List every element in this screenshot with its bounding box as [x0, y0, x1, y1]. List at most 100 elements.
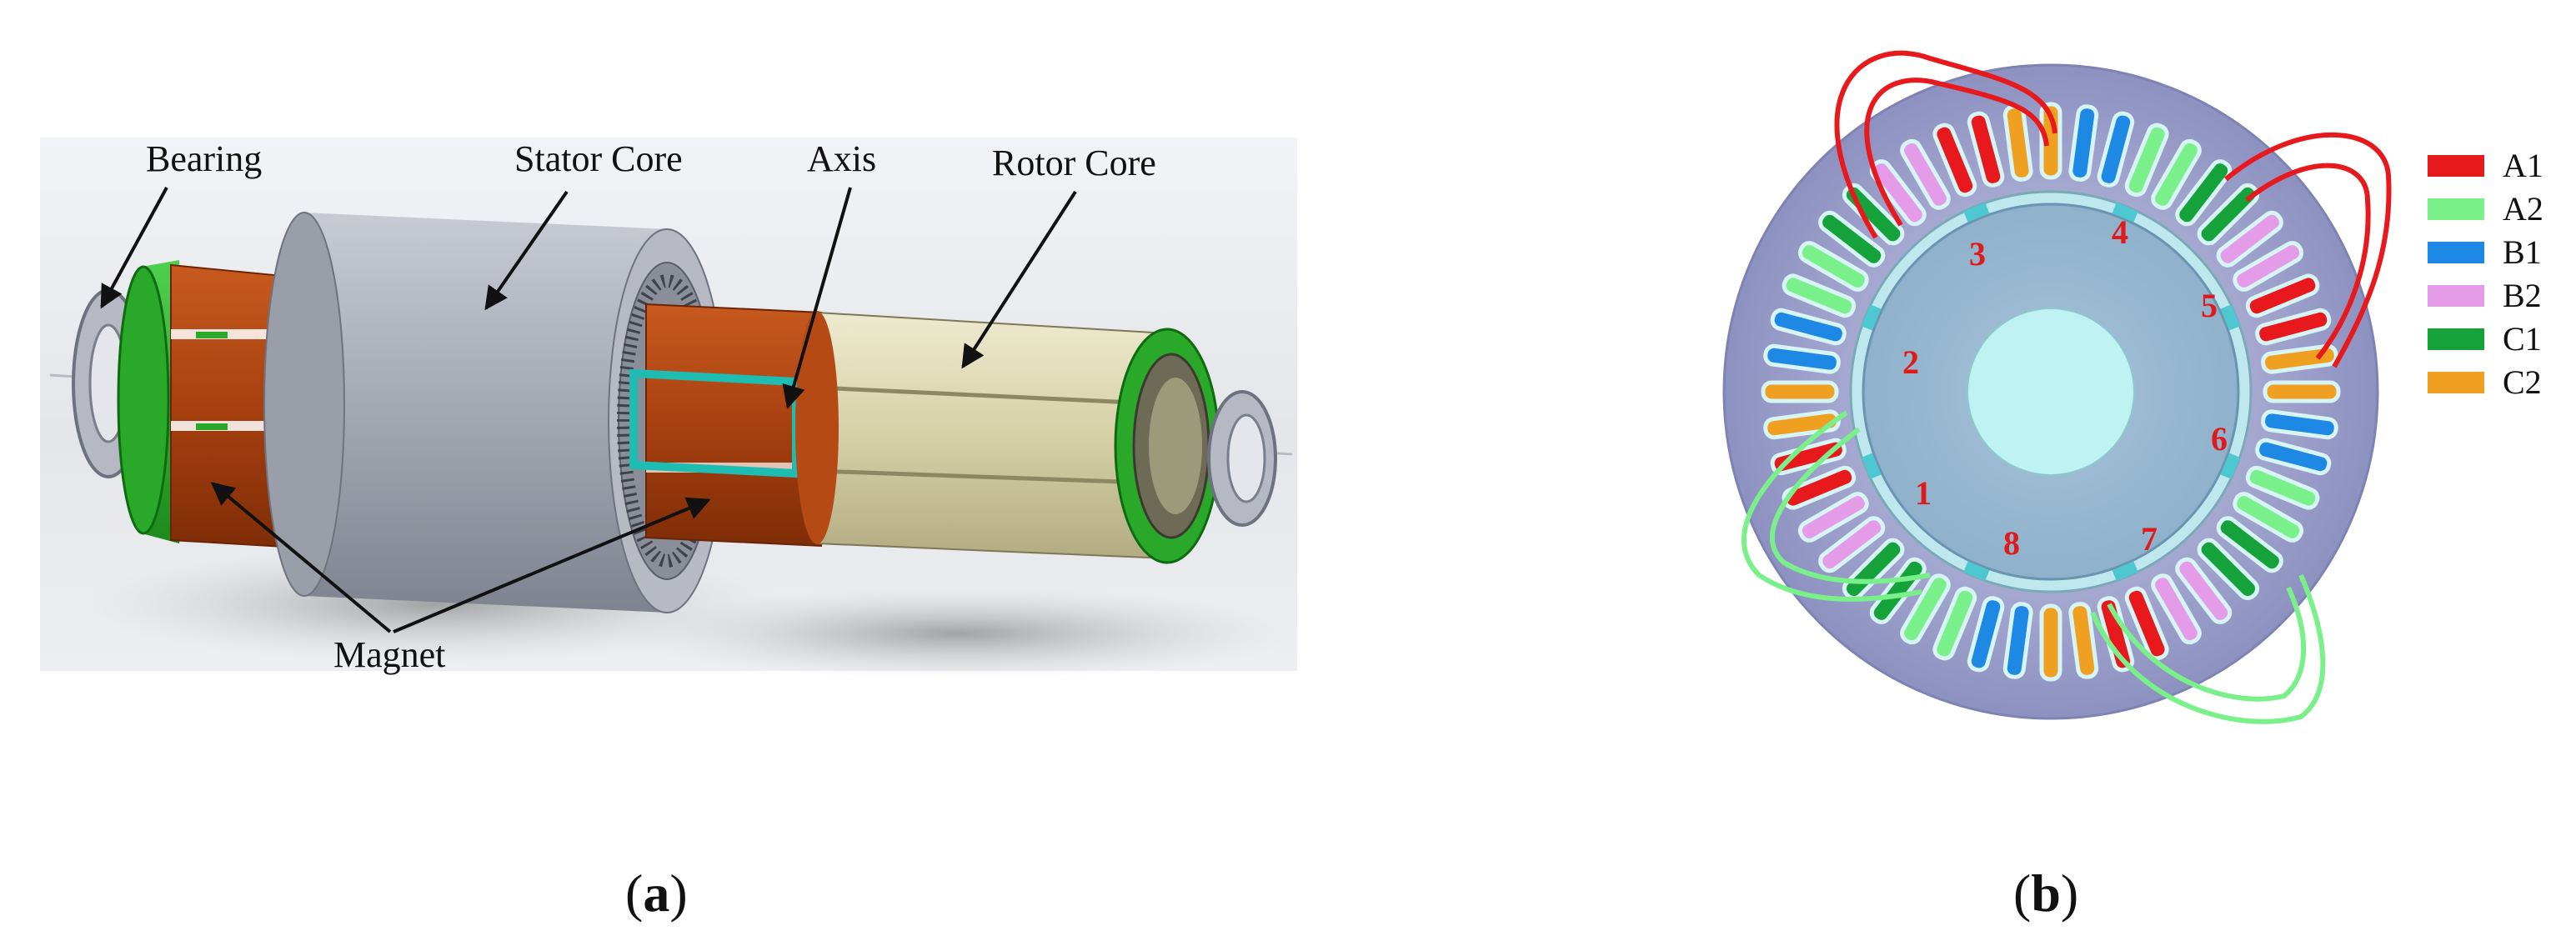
rotor-magnet-marker: [2220, 453, 2241, 479]
stator-slot: [2245, 273, 2320, 318]
stator-slot: [1900, 138, 1951, 210]
stator-slot: [2124, 586, 2169, 661]
stator-slot: [2124, 123, 2169, 198]
magnet-label: Magnet: [333, 634, 445, 675]
stator-core-arrow: [484, 190, 569, 311]
legend-label-c1: C1: [2503, 320, 2542, 358]
stator-slot: [1782, 273, 1857, 318]
stator-slot: [2233, 492, 2304, 543]
left-end-ring: [117, 260, 179, 543]
stator-core-label: Stator Core: [514, 138, 683, 179]
bearing-label: Bearing: [146, 138, 262, 179]
axis-highlight: [629, 368, 800, 478]
a2-loop-left-inner: [1769, 427, 1931, 584]
pole-number-4: 4: [2112, 213, 2128, 251]
stator-slot: [1900, 573, 1951, 645]
stator-slot: [2151, 573, 2202, 645]
legend-item-c2: C2: [2428, 363, 2542, 402]
legend-swatch-a2: [2428, 198, 2484, 220]
a1-loop-right-inner: [2245, 163, 2371, 360]
right-rotor-magnets: [629, 303, 822, 548]
legend-label-b2: B2: [2503, 277, 2542, 314]
stator-slot: [2068, 104, 2099, 182]
legend-swatch-c2: [2428, 371, 2484, 393]
caption-b: (b): [2013, 863, 2079, 923]
stator-slot: [1770, 308, 1847, 346]
stator-slot: [1967, 111, 2005, 188]
leader-arrows: [100, 187, 1077, 633]
legend-swatch-c1: [2428, 328, 2484, 350]
stator-slot: [2002, 602, 2033, 679]
stator-slot: [2151, 138, 2202, 210]
a2-loop-bottom-outer: [2090, 573, 2326, 724]
pole-number-8: 8: [2003, 524, 2020, 562]
legend-item-b2: B2: [2428, 276, 2542, 315]
axis-label: Axis: [807, 138, 876, 179]
a2-loop-left-outer: [1742, 410, 1922, 602]
rotor-core: [795, 311, 1168, 560]
right-bearing: [1207, 390, 1277, 527]
right-end-ring: [1114, 328, 1220, 564]
stator-slot: [1932, 123, 1977, 198]
stator-slot: [1797, 241, 1869, 292]
stator-slot: [1818, 210, 1886, 268]
legend-label-a1: A1: [2503, 147, 2543, 184]
stator-slot: [2068, 602, 2099, 679]
legend-item-c1: C1: [2428, 319, 2542, 358]
stator-slot: [1770, 438, 1847, 476]
legend-label-b1: B1: [2503, 233, 2542, 271]
stator-slot: [2255, 308, 2332, 346]
rotor-magnet-marker: [1861, 304, 1882, 331]
a1-loop-top-outer: [1834, 50, 2057, 239]
legend-swatch-b2: [2428, 284, 2484, 307]
stator-slot: [2245, 465, 2320, 510]
stator-slot: [2039, 603, 2062, 682]
legend-item-a2: A2: [2428, 189, 2543, 228]
stator-slot: [2216, 516, 2283, 573]
stator-slot: [1869, 159, 1927, 227]
pole-numbers: 1 2 3 4 5 6 7 8: [1902, 213, 2228, 562]
stator-slot: [2233, 241, 2304, 292]
caption-b-letter: b: [2031, 863, 2061, 923]
stator-slot: [2197, 183, 2260, 246]
legend-item-b1: B1: [2428, 233, 2542, 272]
stator-slot: [1797, 492, 1869, 543]
rotor-core-arrow: [961, 190, 1077, 369]
stator-slot: [2255, 438, 2332, 476]
stator-slot: [2216, 210, 2283, 268]
stator-slot: [2097, 111, 2135, 188]
rotor-magnet-marker: [1963, 202, 1990, 223]
pole-number-3: 3: [1969, 235, 1986, 273]
pole-number-1: 1: [1915, 474, 1932, 512]
caption-a: (a): [625, 863, 688, 923]
pole-number-6: 6: [2211, 420, 2228, 458]
rotor-magnet-marker: [1861, 453, 1882, 479]
stator-slot: [2175, 159, 2233, 227]
stator-slot: [2197, 538, 2260, 601]
rotor-magnet-markers: [1861, 202, 2241, 582]
bearing-arrow: [100, 187, 168, 309]
rotor-magnet-marker: [2112, 561, 2138, 582]
a1-loop-top-inner: [1864, 78, 2049, 227]
axis-arrow: [782, 187, 852, 409]
pole-number-7: 7: [2141, 520, 2158, 558]
stator-slot: [1763, 343, 1841, 374]
floor-shadow-right: [625, 588, 1292, 679]
rotor-core-label: Rotor Core: [992, 143, 1156, 183]
stator-slot: [2261, 409, 2338, 440]
shaft-hole: [1967, 308, 2135, 476]
magnet-arrow-right: [393, 497, 711, 633]
pole-number-5: 5: [2201, 287, 2218, 324]
stator-slot: [2263, 380, 2341, 403]
a2-loop-bottom-inner: [2107, 586, 2307, 702]
stator-slot: [1818, 516, 1886, 573]
legend-swatch-a1: [2428, 154, 2484, 177]
legend-label-c2: C2: [2503, 363, 2542, 401]
stator-slot: [1761, 380, 1839, 403]
end-winding-loops: [1742, 50, 2392, 724]
stator-slot: [2261, 343, 2338, 374]
caption-a-letter: a: [643, 863, 670, 923]
stator-slot: [1967, 596, 2005, 673]
